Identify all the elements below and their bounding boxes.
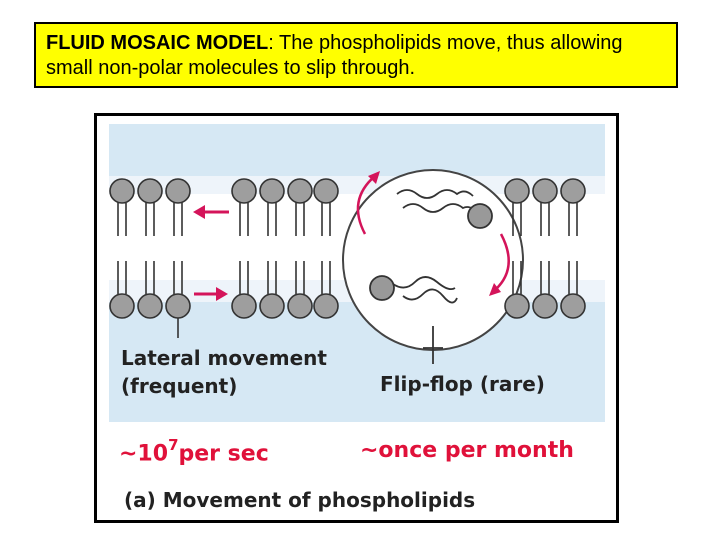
lipid-head — [313, 178, 339, 204]
lipid-head — [137, 293, 163, 319]
title-callout: FLUID MOSAIC MODEL: The phospholipids mo… — [34, 22, 678, 88]
lateral-rate: ~107per sec — [119, 436, 269, 467]
lipid-head — [109, 293, 135, 319]
lipid-head — [259, 178, 285, 204]
lipid-head — [109, 178, 135, 204]
lipid-head — [259, 293, 285, 319]
flipflop-rate: ~once per month — [360, 438, 574, 463]
lateral-arrows — [193, 205, 229, 301]
lipid-head — [287, 293, 313, 319]
callout-title: FLUID MOSAIC MODEL — [46, 32, 269, 54]
lipid-head — [231, 178, 257, 204]
membrane-diagram — [109, 124, 605, 512]
figure-caption: (a) Movement of phospholipids — [124, 488, 476, 512]
lower-band — [109, 302, 605, 422]
flipflop-lipids — [369, 189, 493, 364]
lipid-head — [532, 178, 558, 204]
phospholipid-figure: Lateral movement (frequent) Flip-flop (r… — [94, 113, 619, 523]
lipid-head — [504, 178, 530, 204]
lateral-label: Lateral movement — [121, 346, 327, 370]
lateral-frequency: (frequent) — [121, 374, 238, 398]
lipid-head — [165, 178, 191, 204]
lipid-head — [287, 178, 313, 204]
callout-text: : The phospholipids move, thus allowing … — [46, 32, 623, 79]
flipflop-label: Flip-flop (rare) — [380, 372, 545, 396]
lipid-head — [560, 178, 586, 204]
lipid-head — [231, 293, 257, 319]
lipid-head — [532, 293, 558, 319]
lipid-head — [560, 293, 586, 319]
lipid-head — [165, 293, 191, 319]
upper-band — [109, 124, 605, 176]
lipid-head — [504, 293, 530, 319]
lipid-head — [137, 178, 163, 204]
lipid-head — [313, 293, 339, 319]
